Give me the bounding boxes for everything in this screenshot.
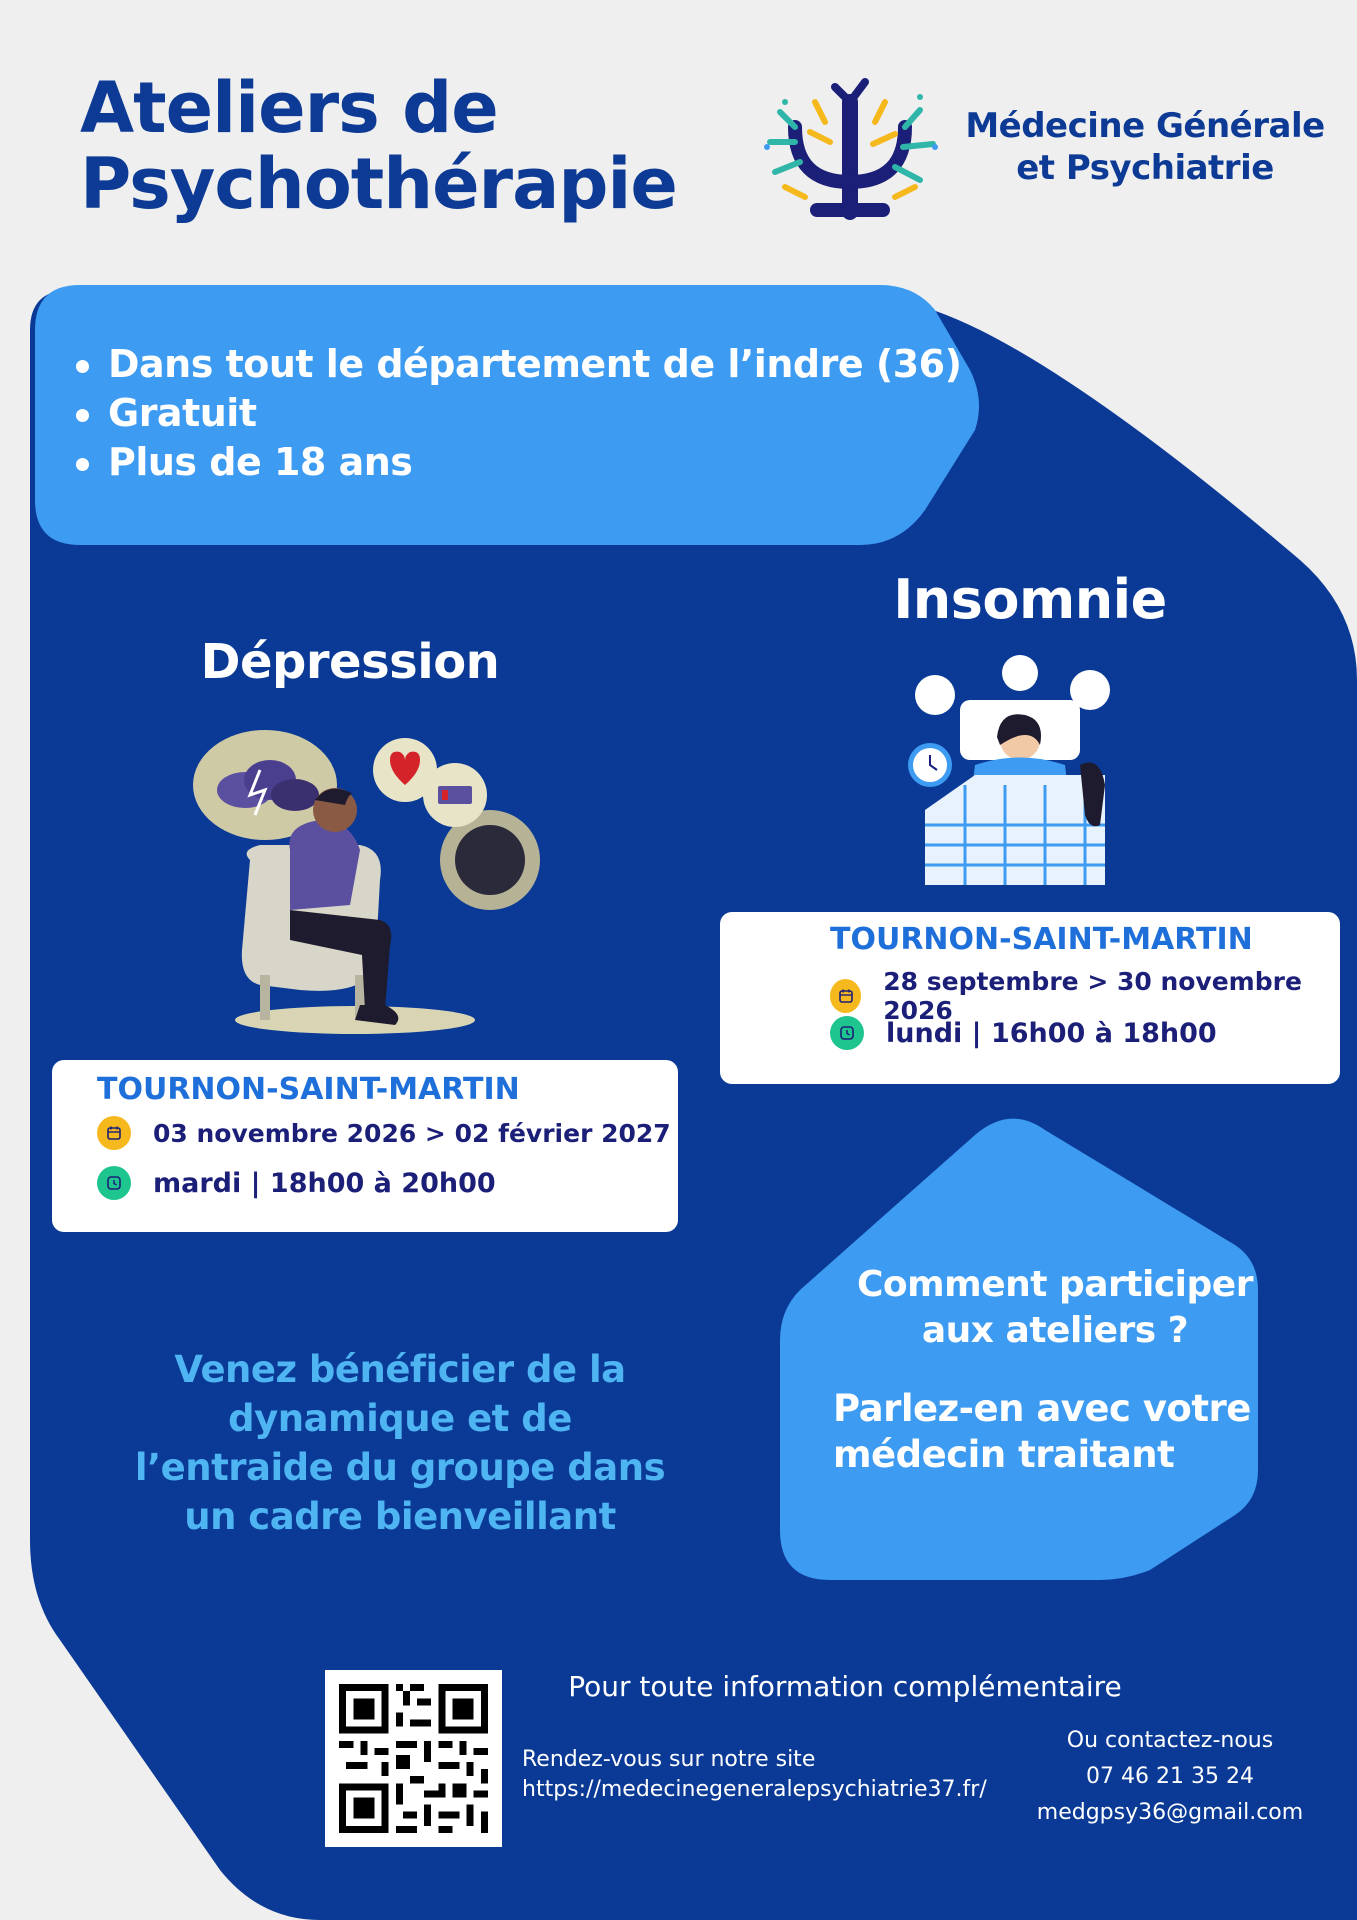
tagline-line-2: dynamique et de xyxy=(228,1397,572,1440)
insomnie-schedule: lundi | 16h00 à 18h00 xyxy=(886,1017,1217,1049)
tagline-line-3: l’entraide du groupe dans xyxy=(134,1446,666,1489)
calendar-icon xyxy=(97,1116,131,1150)
calendar-icon xyxy=(830,979,862,1013)
insomnie-schedule-row: lundi | 16h00 à 18h00 xyxy=(830,1016,1217,1050)
insomnie-card: TOURNON-SAINT-MARTIN 28 septembre > 30 n… xyxy=(720,912,1340,1084)
bullet-item: Gratuit xyxy=(70,389,961,438)
tagline-line-4: un cadre bienveillant xyxy=(184,1495,616,1538)
tagline: Venez bénéficier de la dynamique et de l… xyxy=(110,1345,690,1541)
depression-schedule: mardi | 18h00 à 20h00 xyxy=(153,1167,496,1199)
insomnie-city: TOURNON-SAINT-MARTIN xyxy=(830,922,1253,957)
answer-line-1: Parlez-en avec votre xyxy=(833,1387,1251,1430)
phone-link[interactable]: 07 46 21 35 24 xyxy=(1086,1764,1254,1789)
intro-bullets: Dans tout le département de l’indre (36)… xyxy=(70,340,962,487)
depression-card: TOURNON-SAINT-MARTIN 03 novembre 2026 > … xyxy=(52,1060,678,1232)
participate-question: Comment participer aux ateliers ? xyxy=(840,1262,1270,1354)
title-line-2: Psychothérapie xyxy=(80,143,678,225)
logo-line-1: Médecine Générale xyxy=(965,106,1325,146)
site-url-link[interactable]: https://medecinegeneralepsychiatrie37.fr… xyxy=(522,1777,987,1802)
participate-shape xyxy=(780,1118,1258,1580)
depression-city: TOURNON-SAINT-MARTIN xyxy=(97,1072,520,1107)
site-label: Rendez-vous sur notre site xyxy=(522,1747,816,1772)
insomnie-dates: 28 septembre > 30 novembre 2026 xyxy=(883,967,1302,1025)
title-line-1: Ateliers de xyxy=(80,67,499,149)
psi-tree-logo-icon xyxy=(764,78,938,220)
contact-label: Ou contactez-nous xyxy=(1066,1728,1274,1753)
logo-text: Médecine Générale et Psychiatrie xyxy=(960,105,1330,189)
depression-schedule-row: mardi | 18h00 à 20h00 xyxy=(97,1166,496,1200)
answer-line-2: médecin traitant xyxy=(833,1433,1175,1476)
depression-dates: 03 novembre 2026 > 02 février 2027 xyxy=(153,1118,671,1148)
insomnie-title: Insomnie xyxy=(893,568,1167,631)
depression-dates-row: 03 novembre 2026 > 02 février 2027 xyxy=(97,1116,671,1150)
contact-info: Ou contactez-nous 07 46 21 35 24 medgpsy… xyxy=(1015,1723,1325,1831)
tagline-line-1: Venez bénéficier de la xyxy=(174,1348,626,1391)
clock-icon xyxy=(830,1016,864,1050)
info-title: Pour toute information complémentaire xyxy=(568,1670,1122,1703)
bullets-bubble xyxy=(35,285,979,545)
sleepless-person-illustration-icon xyxy=(908,655,1110,885)
clock-icon xyxy=(97,1166,131,1200)
page-title: Ateliers de Psychothérapie xyxy=(80,67,678,225)
bullet-item: Plus de 18 ans xyxy=(70,438,961,487)
question-line-1: Comment participer xyxy=(857,1264,1253,1305)
sad-person-illustration-icon xyxy=(193,730,540,1034)
insomnie-dates-row: 28 septembre > 30 novembre 2026 xyxy=(830,967,1340,1025)
participate-answer: Parlez-en avec votre médecin traitant xyxy=(833,1386,1253,1478)
logo-line-2: et Psychiatrie xyxy=(1016,148,1274,188)
depression-title: Dépression xyxy=(200,634,500,690)
bullet-item: Dans tout le département de l’indre (36) xyxy=(70,340,962,389)
question-line-2: aux ateliers ? xyxy=(921,1310,1189,1351)
email-link[interactable]: medgpsy36@gmail.com xyxy=(1036,1800,1304,1825)
qr-code-icon[interactable] xyxy=(325,1670,502,1847)
site-info: Rendez-vous sur notre site https://medec… xyxy=(522,1745,1022,1805)
